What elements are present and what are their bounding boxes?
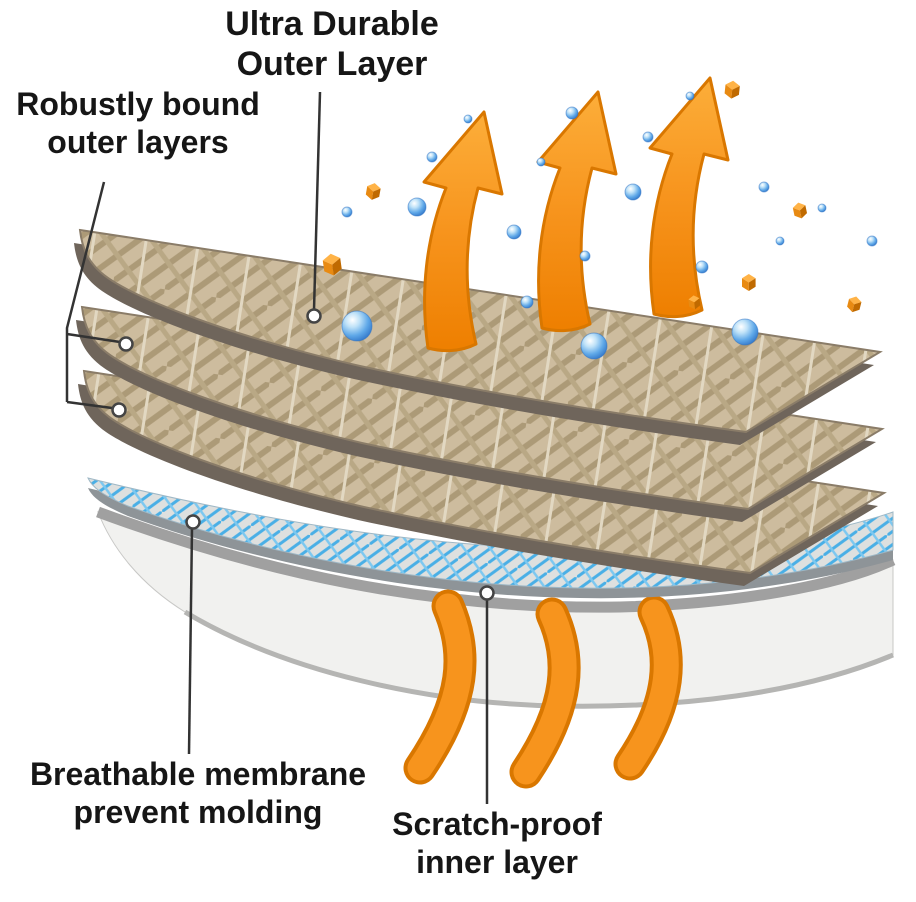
label-bound-layers: Robustly bound outer layers	[16, 86, 260, 160]
airflow-tails	[403, 589, 683, 789]
leader-outer-layer	[312, 91, 322, 311]
label-outer-layer: Ultra Durable Outer Layer	[225, 5, 439, 84]
label-membrane: Breathable membrane prevent molding	[29, 756, 367, 830]
airflow-arrow	[648, 76, 730, 319]
marker-inner-layer	[479, 585, 495, 601]
leader-bound-layers	[65, 181, 121, 410]
label-inner-layer: Scratch-proof inner layer	[392, 806, 602, 880]
marker-outer-layer	[306, 308, 322, 324]
leader-membrane	[187, 527, 194, 755]
leader-lines	[65, 91, 495, 804]
water-droplets	[341, 91, 878, 360]
marker-layer-3	[111, 402, 127, 418]
airflow-arrow	[536, 90, 618, 333]
marker-layer-2	[118, 336, 134, 352]
marker-membrane	[185, 514, 201, 530]
